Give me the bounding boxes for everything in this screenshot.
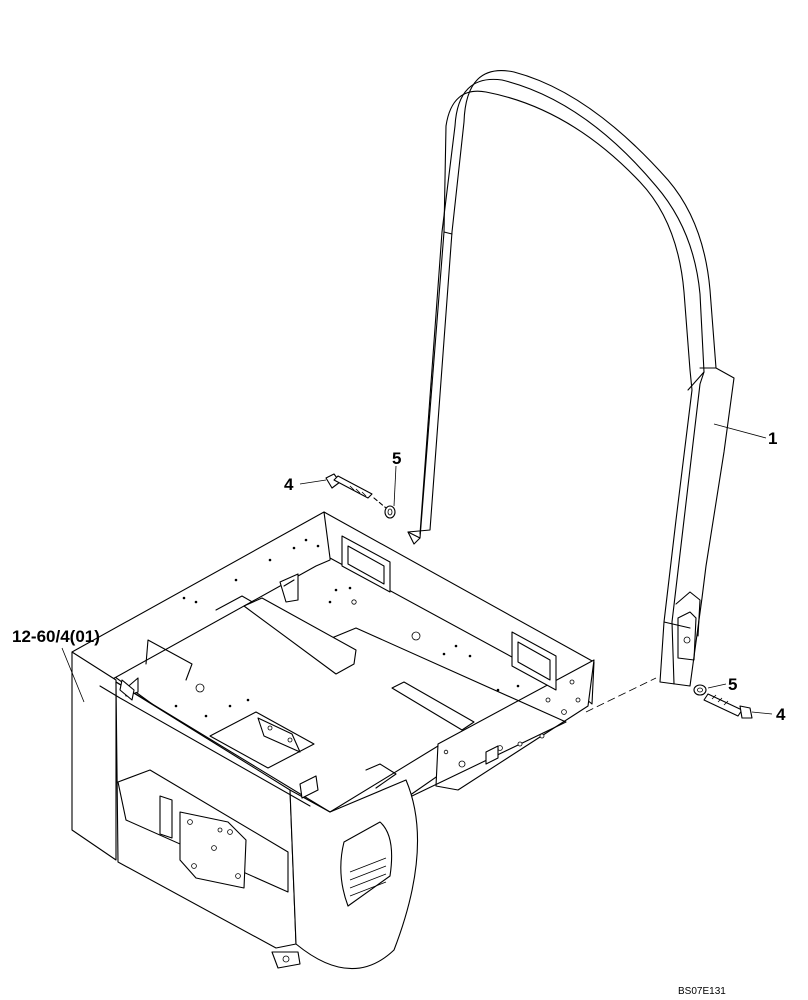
callout-5-left: 5 bbox=[392, 449, 401, 468]
callout-leaders bbox=[61, 423, 773, 715]
bolt-right bbox=[693, 684, 753, 719]
callout-1: 1 bbox=[768, 429, 777, 448]
drawing-code: BS07E131 bbox=[678, 986, 726, 997]
platform-frame bbox=[71, 511, 595, 970]
bolt-left bbox=[325, 473, 396, 519]
fasteners bbox=[325, 473, 753, 719]
reference-frame: 12-60/4(01) bbox=[12, 627, 100, 646]
callout-4-left: 4 bbox=[284, 475, 294, 494]
callout-4-right: 4 bbox=[776, 705, 786, 724]
callout-5-right: 5 bbox=[728, 675, 737, 694]
rollbar bbox=[407, 70, 735, 687]
